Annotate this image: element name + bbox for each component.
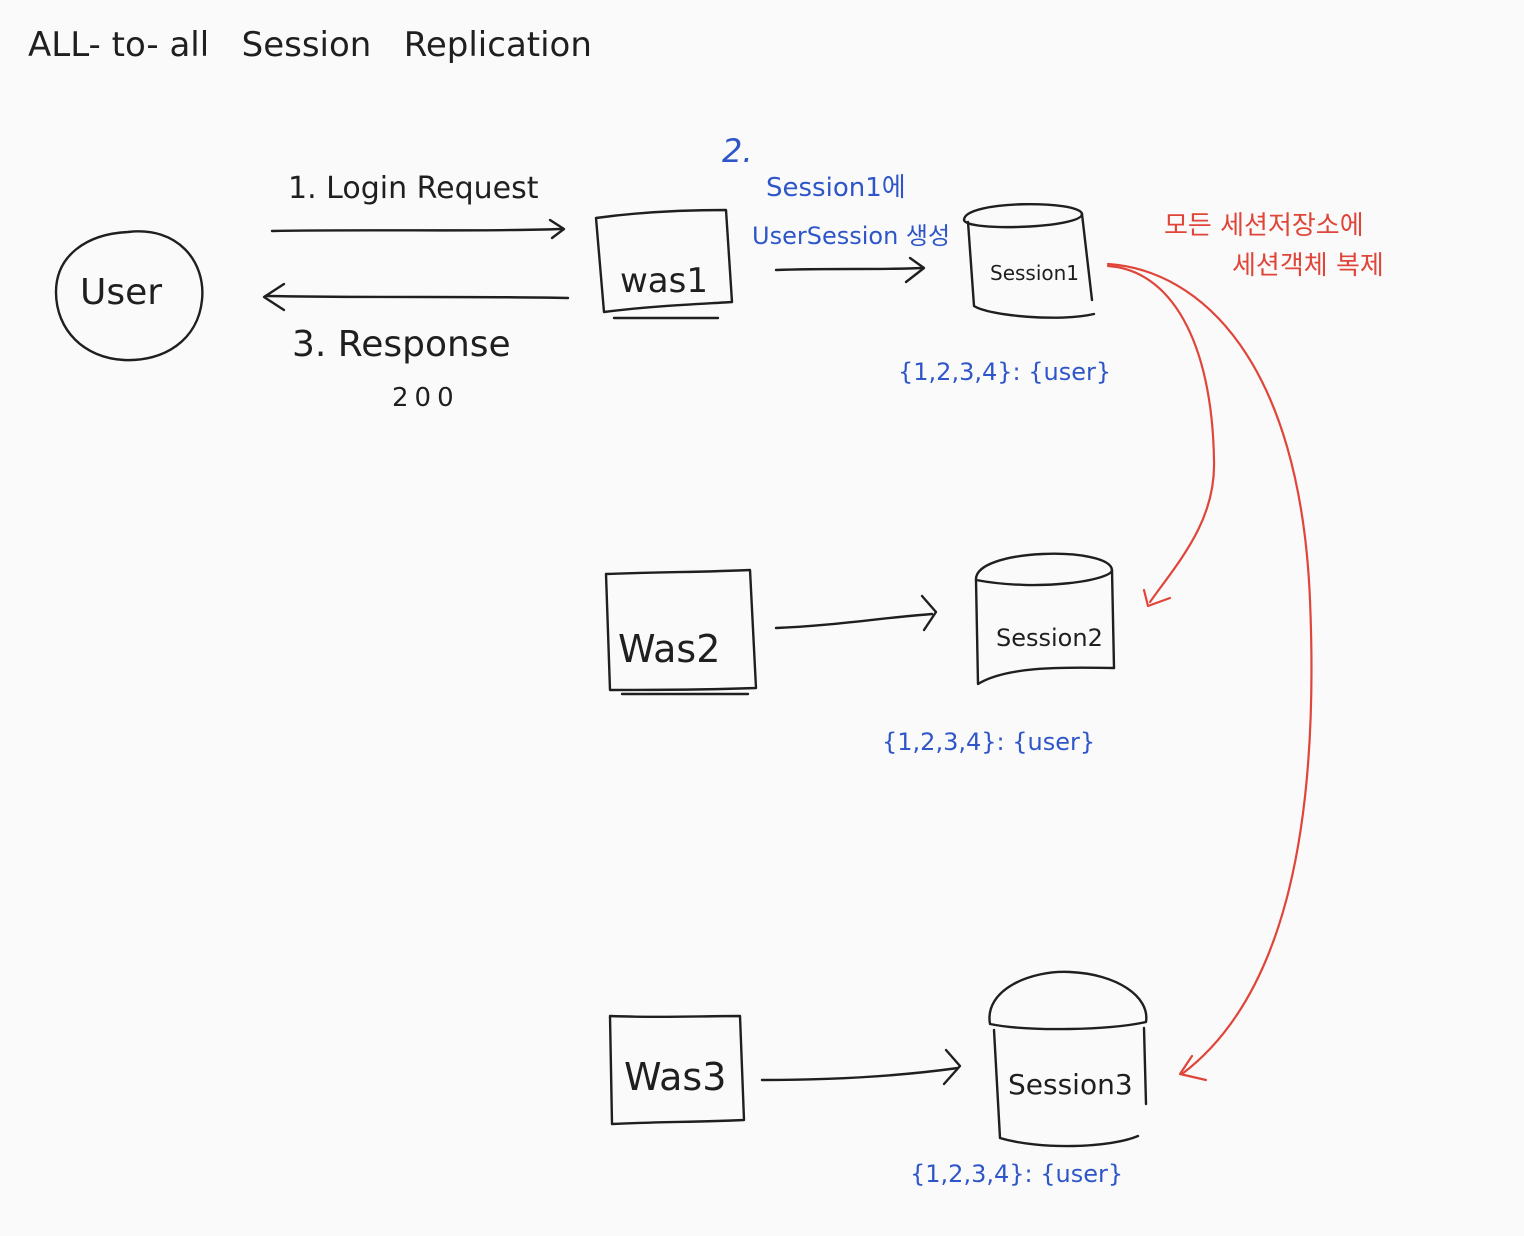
session1-label: Session1: [990, 261, 1079, 285]
session3-store: Session3: [988, 970, 1148, 1148]
replication-note-line1: 모든 세션저장소에: [1164, 211, 1364, 241]
was1-node: was1: [594, 208, 734, 320]
was1-to-session1-arrow: [774, 256, 926, 284]
response-code: 200: [392, 383, 460, 413]
session3-value: {1,2,3,4}: {user}: [910, 1160, 1123, 1188]
session1-value: {1,2,3,4}: {user}: [898, 358, 1111, 386]
response-label: 3. Response: [292, 324, 511, 365]
session2-store: Session2: [974, 552, 1116, 686]
diagram-title: ALL- to- all Session Replication: [28, 25, 592, 65]
replication-note-line2: 세션객체 복제: [1232, 251, 1384, 281]
user-label: User: [80, 272, 162, 313]
was3-node: Was3: [608, 1014, 746, 1126]
login-request-label: 1. Login Request: [288, 171, 539, 206]
step2-line1: Session1에: [766, 173, 906, 203]
response-arrow: [262, 282, 570, 312]
step2-number: 2.: [722, 132, 753, 170]
login-request-arrow: [270, 218, 566, 240]
replication-arrow-to-session2: [1106, 264, 1216, 608]
was3-to-session3-arrow: [760, 1048, 962, 1086]
step2-line2: UserSession 생성: [752, 222, 950, 250]
user-node: User: [54, 230, 204, 362]
replication-arrow-to-session3: [1106, 262, 1313, 1082]
was3-label: Was3: [624, 1055, 726, 1099]
session1-store: Session1: [962, 202, 1096, 319]
was2-label: Was2: [618, 627, 720, 671]
session2-value: {1,2,3,4}: {user}: [882, 728, 1095, 756]
was1-label: was1: [620, 261, 708, 301]
was2-to-session2-arrow: [774, 594, 938, 632]
was2-node: Was2: [604, 568, 758, 696]
session3-label: Session3: [1008, 1068, 1133, 1101]
session2-label: Session2: [996, 624, 1103, 652]
